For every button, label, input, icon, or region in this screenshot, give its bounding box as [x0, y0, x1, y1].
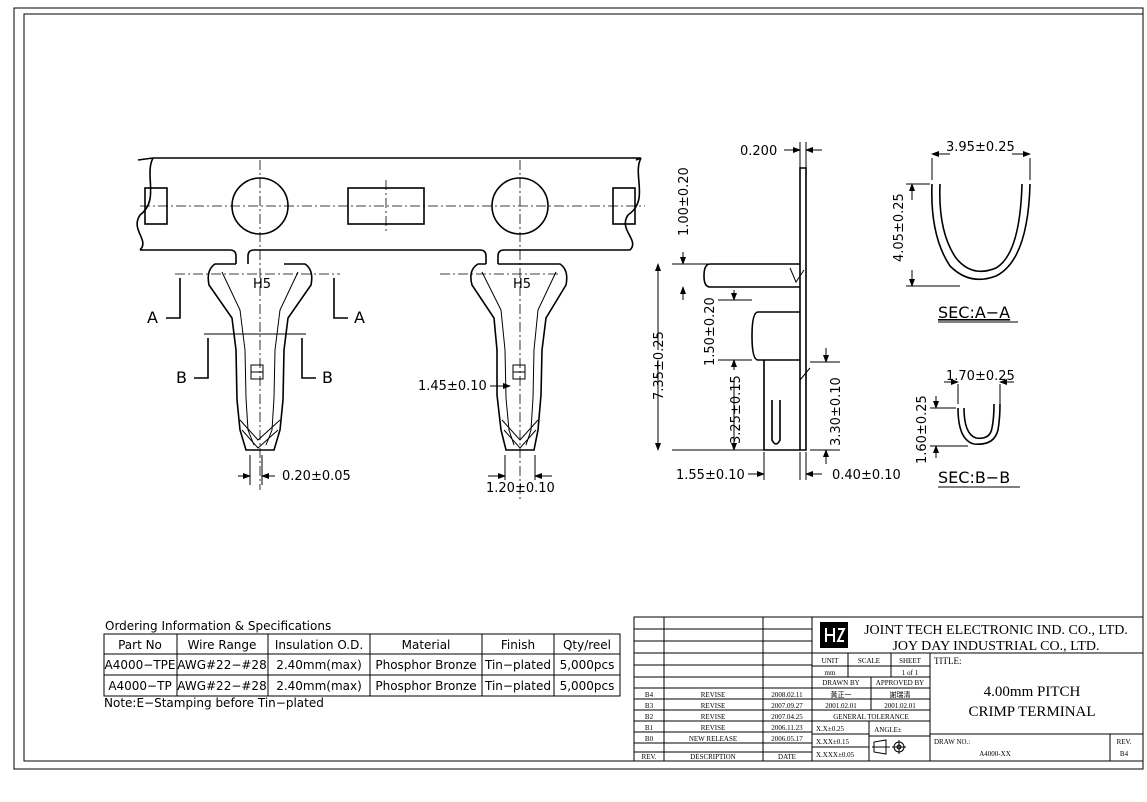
section-a-a: 3.95±0.25 4.05±0.25 SEC:A−A: [892, 140, 1031, 323]
rev-row-b1-desc: REVISE: [701, 724, 726, 732]
ordering-note: Note:E−Stamping before Tin−plated: [104, 696, 324, 710]
row1-part-no: A4000−TPE: [105, 658, 176, 672]
dim-side-total-length: 7.35±0.25: [652, 331, 667, 400]
outer-border: [13, 7, 1144, 770]
section-mark-a-left: A: [147, 308, 158, 327]
rev-row-b0-desc: NEW RELEASE: [689, 735, 737, 743]
section-mark-b-right: B: [322, 368, 333, 387]
col-header-material: Material: [402, 638, 451, 652]
dim-section-b-width: 1.70±0.25: [946, 369, 1015, 384]
drawing-no: A4000-XX: [979, 750, 1011, 758]
approved-date: 2001.02.01: [884, 702, 916, 710]
tolerance-2: X.XX±0.15: [816, 738, 850, 746]
dim-section-a-width: 3.95±0.25: [946, 140, 1015, 155]
terminal-side-view: 0.200 1.00±0.20 7.35±0.25 1.50±0.20 3.25…: [652, 142, 901, 483]
carrier-strip: [136, 157, 645, 500]
rev-header-rev: REV.: [642, 753, 657, 761]
tolerance-1: X.X±0.25: [816, 725, 844, 733]
drawn-by-name: 黃正一: [831, 690, 852, 699]
rev-row-b4-desc: REVISE: [701, 691, 726, 699]
company-name-1: JOINT TECH ELECTRONIC IND. CO., LTD.: [864, 623, 1128, 638]
title-block: B4 REVISE 2008.02.11 B3 REVISE 2007.09.2…: [633, 616, 1144, 762]
ordering-title: Ordering Information & Specifications: [105, 619, 331, 633]
row1-material: Phosphor Bronze: [375, 658, 476, 672]
rev-row-b4-rev: B4: [645, 691, 654, 699]
row2-part-no: A4000−TP: [108, 679, 171, 693]
rev-row-b1-date: 2006.11.23: [771, 724, 803, 732]
section-b-b: 1.70±0.25 1.60±0.25 SEC:B−B: [915, 369, 1020, 488]
dim-left-thickness: 0.20±0.05: [282, 469, 351, 484]
rev-row-b3-rev: B3: [645, 702, 654, 710]
col-header-wire-range: Wire Range: [188, 638, 257, 652]
row2-material: Phosphor Bronze: [375, 679, 476, 693]
approved-by-name: 謝瑞清: [890, 690, 911, 699]
rev-header-date: DATE: [778, 753, 796, 761]
rev-row-b2-rev: B2: [645, 713, 654, 721]
approved-by-label: APPROVED BY: [876, 679, 924, 687]
title-label: TITLE:: [934, 656, 962, 666]
ordering-info-table: Ordering Information & Specifications Pa…: [103, 619, 621, 710]
terminal-middle-view: H5 1.45±0.10 1.20±0.10: [418, 263, 568, 496]
col-header-finish: Finish: [501, 638, 535, 652]
sheet-value: 1 of 1: [902, 669, 919, 677]
company-name-2: JOY DAY INDUSTRIAL CO., LTD.: [892, 639, 1099, 654]
drawing-title-line1: 4.00mm PITCH: [984, 684, 1081, 700]
row1-insulation: 2.40mm(max): [276, 658, 362, 672]
drawn-date: 2001.02.01: [825, 702, 857, 710]
rev-row-b4-date: 2008.02.11: [771, 691, 803, 699]
projection-symbol-icon: [872, 739, 906, 755]
rev-header-desc: DESCRIPTION: [690, 753, 736, 761]
col-header-insulation: Insulation O.D.: [275, 638, 363, 652]
dim-section-a-height: 4.05±0.25: [892, 193, 907, 262]
dim-side-d: 3.25±0.15: [729, 375, 744, 444]
dim-middle-width-upper: 1.45±0.10: [418, 379, 487, 394]
rev-value: B4: [1120, 750, 1129, 758]
rev-label: REV.: [1117, 738, 1132, 746]
dim-side-e: 3.30±0.10: [829, 377, 844, 446]
col-header-part-no: Part No: [118, 638, 162, 652]
section-mark-b-left: B: [176, 368, 187, 387]
dim-side-thickness: 0.200: [740, 144, 777, 159]
rev-row-b3-date: 2007.09.27: [771, 702, 803, 710]
stamp-left: H5: [253, 277, 271, 292]
row2-wire-range: AWG#22−#28: [177, 679, 266, 693]
unit-label: UNIT: [822, 657, 839, 665]
rev-row-b1-rev: B1: [645, 724, 654, 732]
dim-side-c: 1.50±0.20: [703, 297, 718, 366]
angle-label: ANGLE±: [874, 726, 902, 734]
scale-label: SCALE: [858, 657, 880, 665]
section-mark-a-right: A: [354, 308, 365, 327]
general-tolerance-label: GENERAL TOLERANCE: [833, 713, 909, 721]
dim-side-g: 0.40±0.10: [832, 468, 901, 483]
section-a-label: SEC:A−A: [938, 303, 1010, 322]
rev-row-b2-desc: REVISE: [701, 713, 726, 721]
dim-side-f: 1.55±0.10: [676, 468, 745, 483]
drawing-title-line2: CRIMP TERMINAL: [968, 704, 1095, 720]
rev-row-b3-desc: REVISE: [701, 702, 726, 710]
row1-qty: 5,000pcs: [560, 658, 615, 672]
row1-finish: Tin−plated: [484, 658, 551, 672]
sheet-label: SHEET: [899, 657, 922, 665]
tolerance-3: X.XXX±0.05: [816, 751, 855, 759]
dim-section-b-height: 1.60±0.25: [915, 395, 930, 464]
section-b-label: SEC:B−B: [938, 468, 1010, 487]
dim-middle-width-lower: 1.20±0.10: [486, 481, 555, 496]
dim-side-a: 1.00±0.20: [677, 167, 692, 236]
row2-insulation: 2.40mm(max): [276, 679, 362, 693]
drawn-by-label: DRAWN BY: [822, 679, 859, 687]
terminal-left-view: H5 0.20±0.05 A A B B: [147, 263, 365, 485]
unit-value: mm: [825, 669, 836, 677]
row1-wire-range: AWG#22−#28: [177, 658, 266, 672]
stamp-middle: H5: [513, 277, 531, 292]
col-header-qty: Qty/reel: [563, 638, 611, 652]
row2-qty: 5,000pcs: [560, 679, 615, 693]
rev-row-b0-rev: B0: [645, 735, 654, 743]
rev-row-b2-date: 2007.04.25: [771, 713, 803, 721]
inner-border: [23, 13, 1144, 762]
rev-row-b0-date: 2006.05.17: [771, 735, 803, 743]
row2-finish: Tin−plated: [484, 679, 551, 693]
drawing-no-label: DRAW NO.:: [934, 738, 970, 746]
